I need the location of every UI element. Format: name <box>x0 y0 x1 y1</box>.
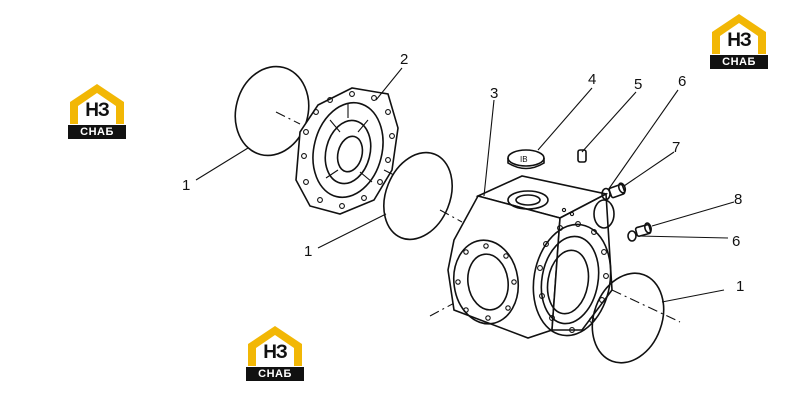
callout-7: 7 <box>672 139 680 156</box>
center-lines <box>275 111 681 323</box>
logo-text-nz: НЗ <box>727 30 752 51</box>
filler-cap: IB <box>507 149 545 170</box>
callout-4: 4 <box>588 71 596 88</box>
leader-lines <box>195 67 735 303</box>
callout-8: 8 <box>734 191 742 208</box>
logo-text-snab: СНАБ <box>246 367 304 381</box>
logo-text-nz: НЗ <box>263 342 288 363</box>
brand-logo-top-right: НЗ СНАБ <box>708 12 770 70</box>
callout-5: 5 <box>634 76 642 93</box>
callout-1-lower: 1 <box>736 278 744 295</box>
gasket-lower-right <box>591 272 665 364</box>
house-logo-icon <box>712 14 766 54</box>
callouts: 1 1 1 2 3 4 5 6 6 7 8 <box>182 51 744 295</box>
callout-6-upper: 6 <box>678 73 686 90</box>
cover-plate <box>295 87 399 215</box>
house-logo-icon <box>70 84 124 124</box>
pin <box>577 149 587 163</box>
callout-3: 3 <box>490 85 498 102</box>
callout-1-middle: 1 <box>304 243 312 260</box>
housing-body <box>447 175 615 339</box>
logo-text-snab: СНАБ <box>710 55 768 69</box>
gasket-upper-left <box>234 65 310 157</box>
logo-text-nz: НЗ <box>85 100 110 121</box>
plug-lower <box>634 222 652 237</box>
brand-logo-bottom: НЗ СНАБ <box>244 324 306 382</box>
callout-2: 2 <box>400 51 408 68</box>
gasket-middle <box>383 151 453 241</box>
callout-1-upper: 1 <box>182 177 190 194</box>
house-logo-icon <box>248 326 302 366</box>
brand-logo-left: НЗ СНАБ <box>66 82 128 140</box>
o-ring-lower <box>627 230 637 242</box>
plug-upper <box>608 182 627 199</box>
callout-6-lower: 6 <box>732 233 740 250</box>
logo-text-snab: СНАБ <box>68 125 126 139</box>
svg-text:IB: IB <box>520 155 528 164</box>
